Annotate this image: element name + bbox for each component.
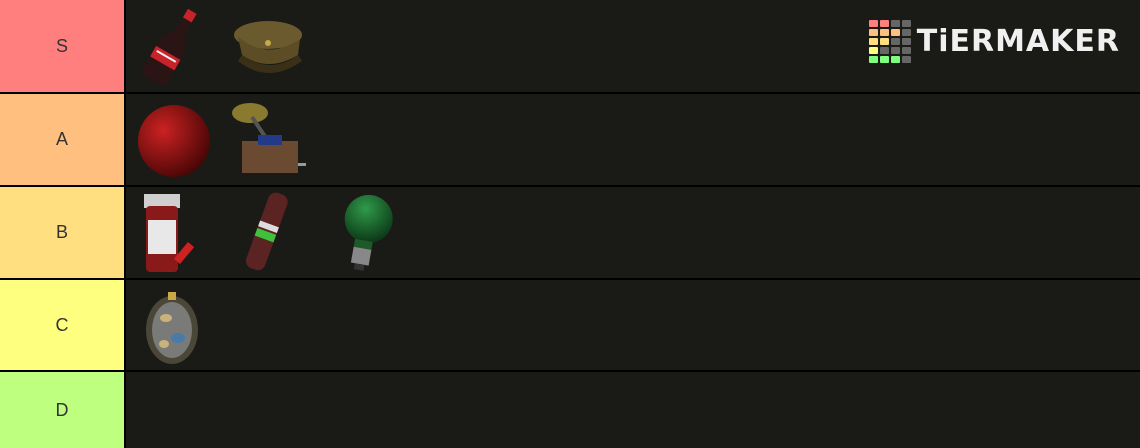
logo-text: TiERMAKER bbox=[916, 24, 1120, 59]
tier-items-s[interactable]: TiERMAKER bbox=[126, 0, 1140, 92]
tier-row-b: B bbox=[0, 187, 1140, 278]
tier-items-a[interactable] bbox=[126, 94, 1140, 185]
tier-label-s[interactable]: S bbox=[0, 0, 124, 92]
military-cap-item[interactable] bbox=[228, 3, 308, 89]
fuse-capsule-item[interactable] bbox=[228, 190, 308, 276]
tier-label-a[interactable]: A bbox=[0, 94, 124, 185]
ornate-egg-item[interactable] bbox=[134, 282, 214, 368]
tier-label-b[interactable]: B bbox=[0, 187, 124, 278]
tier-row-a: A bbox=[0, 94, 1140, 185]
green-lightbulb-item[interactable] bbox=[322, 190, 402, 276]
tier-row-s: S bbox=[0, 0, 1140, 92]
pill-bottle-item[interactable] bbox=[134, 190, 214, 276]
tier-row-d: D bbox=[0, 372, 1140, 448]
soda-bottle-item[interactable] bbox=[134, 3, 214, 89]
phonograph-item[interactable] bbox=[228, 97, 308, 183]
tier-items-b[interactable] bbox=[126, 187, 1140, 278]
tier-items-d[interactable] bbox=[126, 372, 1140, 448]
tier-label-c[interactable]: C bbox=[0, 280, 124, 370]
red-ball-item[interactable] bbox=[134, 97, 214, 183]
logo-grid-icon bbox=[868, 20, 911, 63]
tiermaker-logo: TiERMAKER bbox=[868, 20, 1120, 63]
tier-label-d[interactable]: D bbox=[0, 372, 124, 448]
tier-row-c: C bbox=[0, 280, 1140, 370]
tier-items-c[interactable] bbox=[126, 280, 1140, 370]
